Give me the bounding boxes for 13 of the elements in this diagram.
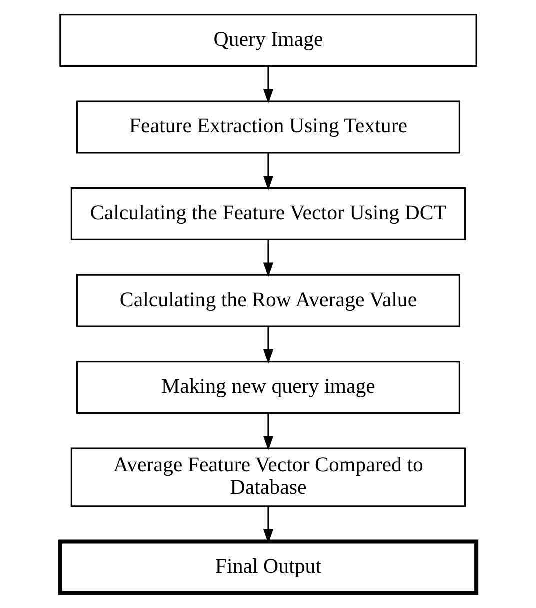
arrow [262,413,274,451]
node-box: Final Output [58,540,478,596]
node-box: Calculating the Row Average Value [76,274,460,328]
node-box: Calculating the Feature Vector Using DCT [70,188,466,241]
node-box: Making new query image [76,361,460,414]
arrow [262,326,274,364]
arrow [262,506,274,544]
node-box: Query Image [59,14,477,67]
arrow [262,153,274,190]
arrow [262,240,274,278]
arrow [262,66,274,104]
node-box: Feature Extraction Using Texture [76,100,460,154]
node-box: Average Feature Vector Compared to Database [70,448,466,508]
